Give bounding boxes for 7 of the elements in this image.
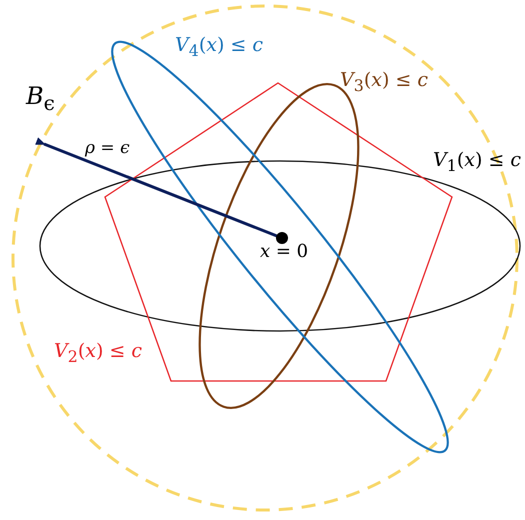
math-label: V$_{3}$(x) ≤ c: [340, 71, 428, 94]
math-label: B$_{ϵ}$: [26, 84, 55, 113]
math-label: x = 0: [260, 243, 308, 261]
math-label: V$_{4}$(x) ≤ c: [175, 36, 264, 59]
math-label: V$_{2}$(x) ≤ c: [54, 342, 142, 365]
math-label: ρ = ϵ: [85, 140, 130, 157]
math-label: V$_{1}$(x) ≤ c: [433, 151, 522, 174]
